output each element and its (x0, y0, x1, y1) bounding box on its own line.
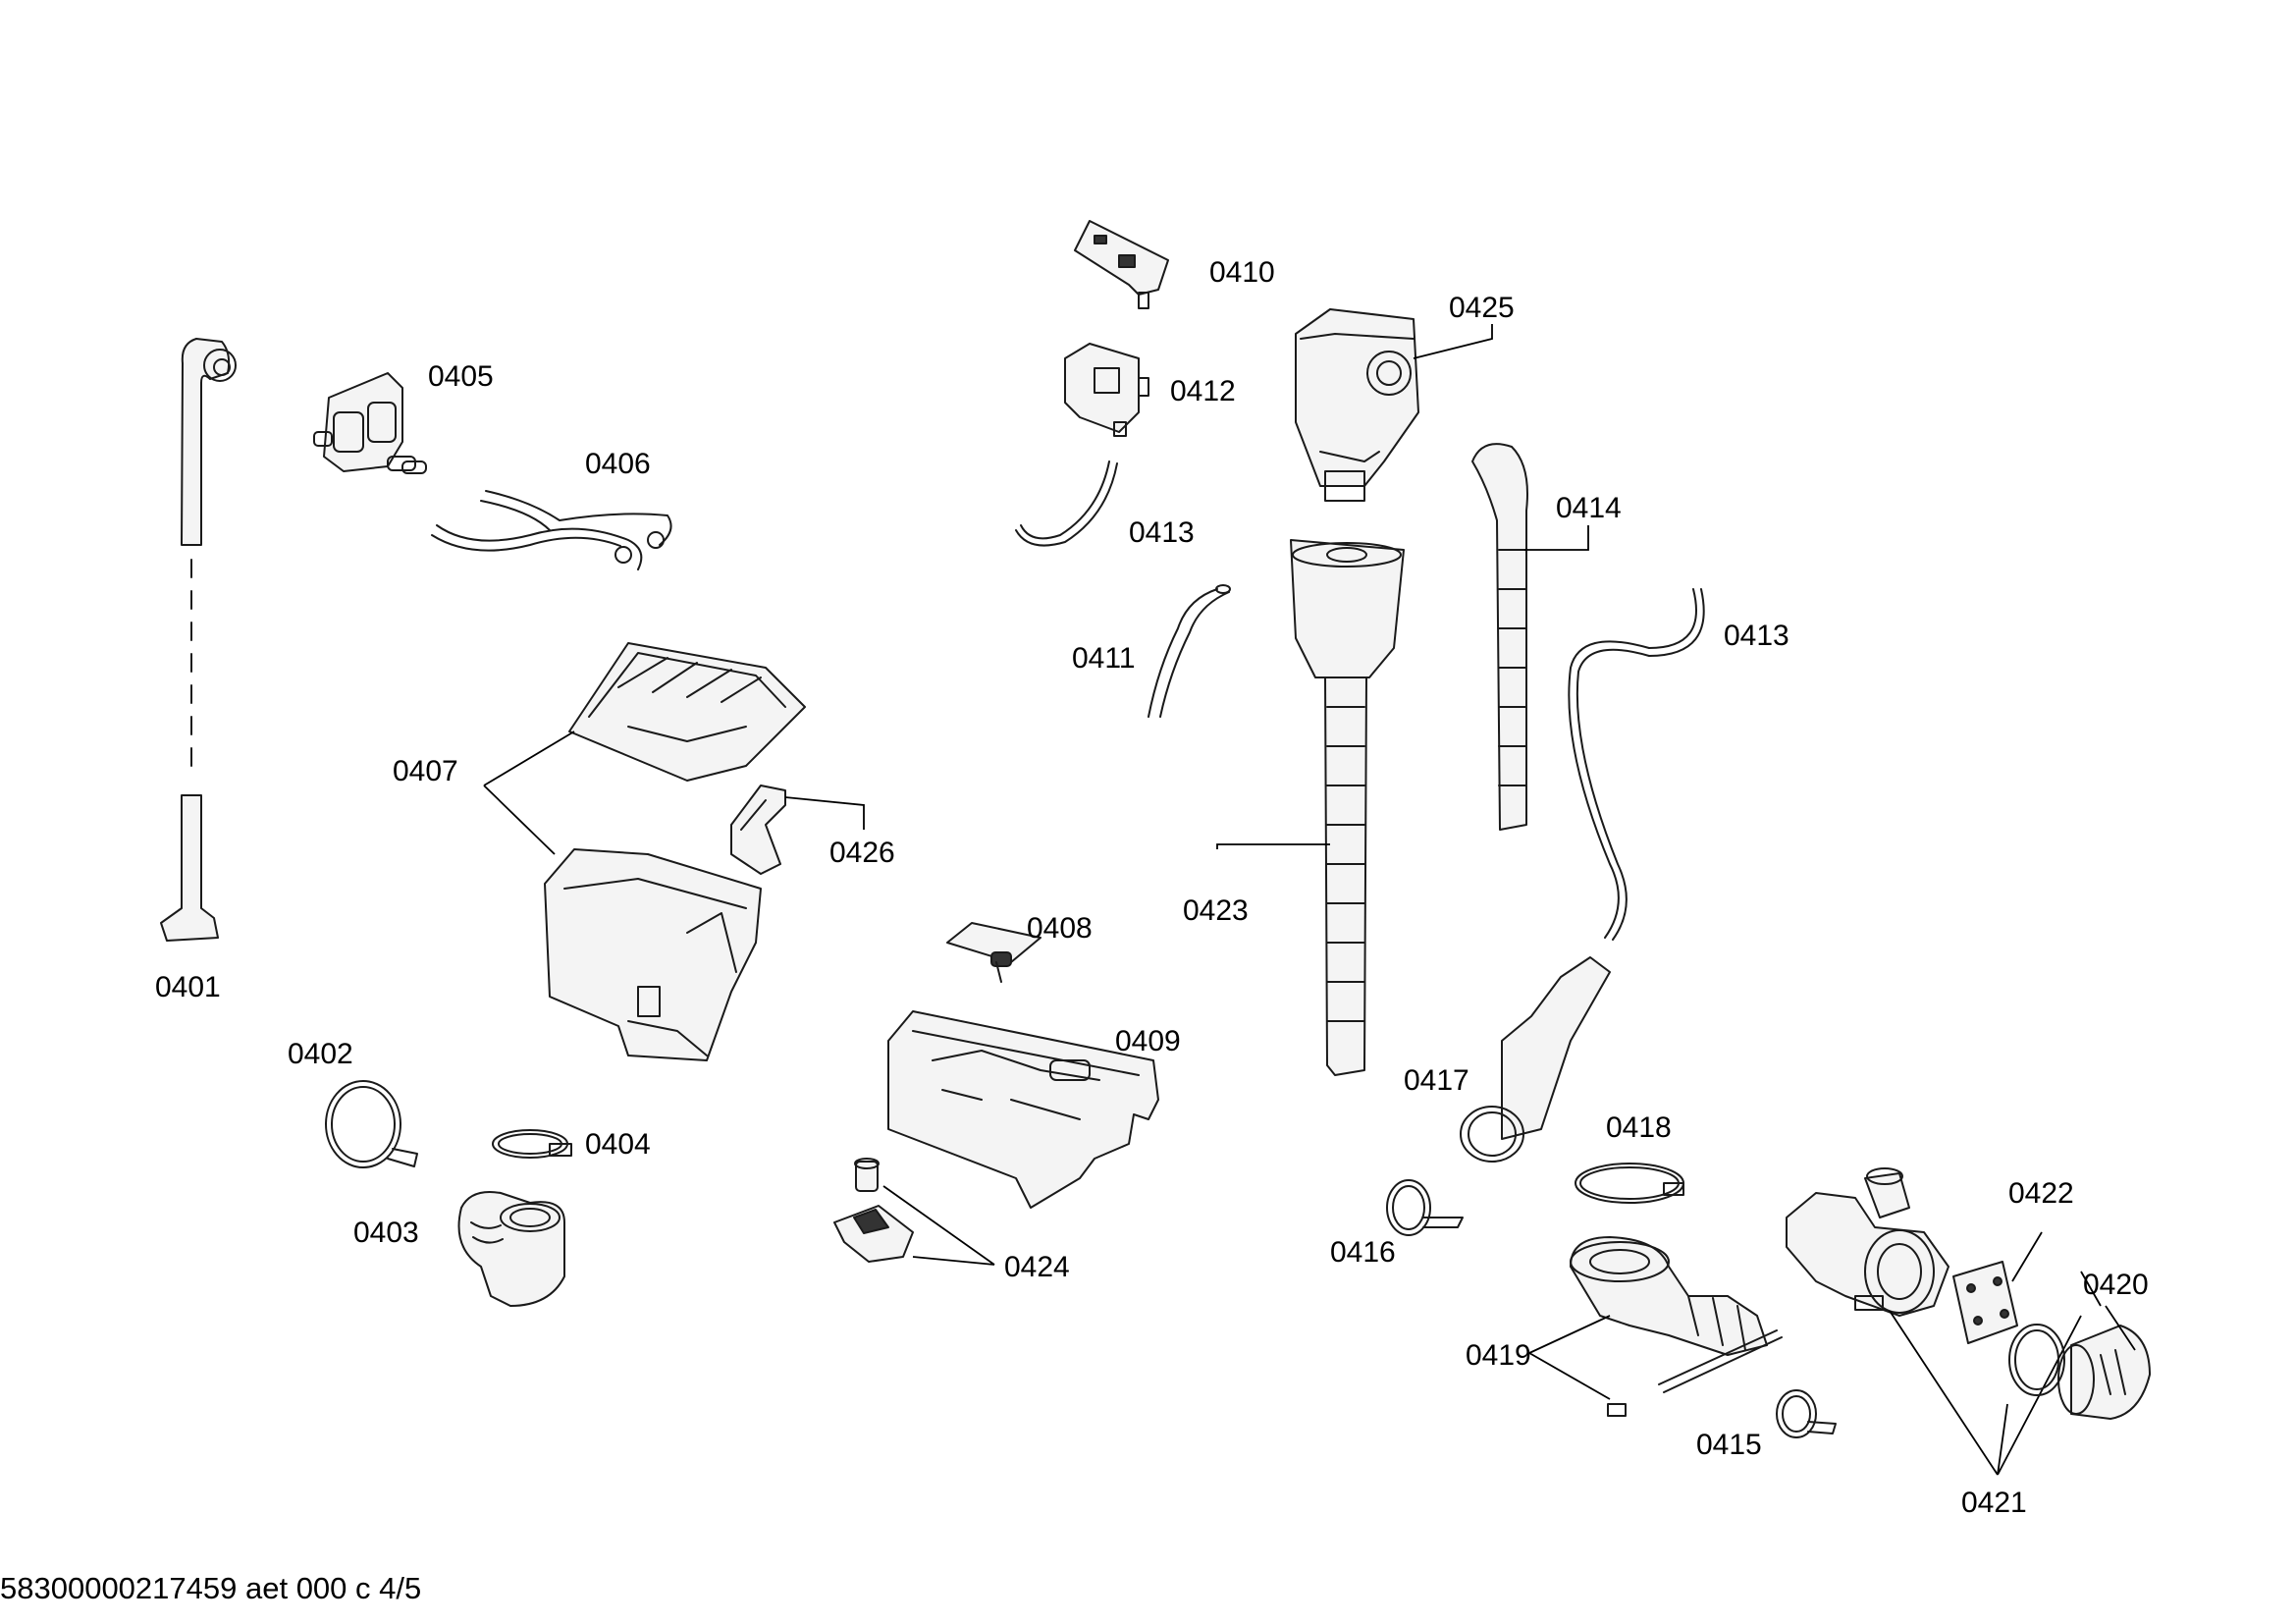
label-0418: 0418 (1606, 1111, 1672, 1144)
label-0424: 0424 (1004, 1251, 1070, 1283)
label-0409: 0409 (1115, 1025, 1181, 1057)
label-0406: 0406 (585, 448, 651, 480)
label-0408: 0408 (1027, 912, 1093, 945)
part-0416-clamp[interactable] (1386, 1179, 1464, 1236)
label-0416: 0416 (1330, 1236, 1396, 1269)
label-0413b: 0413 (1724, 620, 1789, 652)
label-0414: 0414 (1556, 492, 1622, 524)
part-0417-bellows-hose[interactable] (1460, 956, 1611, 1163)
part-0413-tube-a[interactable] (1015, 460, 1118, 547)
label-0415: 0415 (1696, 1429, 1762, 1461)
part-0412-pressure-switch[interactable] (1064, 343, 1149, 437)
part-0413-tube-b[interactable] (1568, 588, 1705, 941)
part-0406-hoses[interactable] (431, 490, 672, 570)
part-0404-clamp[interactable] (492, 1129, 572, 1159)
label-0425: 0425 (1449, 292, 1515, 324)
label-0421: 0421 (1961, 1487, 2027, 1519)
label-0402: 0402 (288, 1038, 353, 1070)
leader-0422 (2011, 1231, 2043, 1282)
part-0420-filter[interactable] (2008, 1324, 2151, 1420)
part-0401-inlet-hose[interactable] (160, 338, 237, 942)
drawing-reference: 58300000217459 aet 000 c 4/5 (0, 1571, 422, 1605)
label-0411: 0411 (1072, 642, 1136, 675)
label-0413a: 0413 (1129, 516, 1195, 549)
leader-0419 (1528, 1315, 1611, 1400)
part-0425-air-trap[interactable] (1295, 308, 1419, 502)
label-0404: 0404 (585, 1128, 651, 1161)
leader-0424 (882, 1185, 995, 1266)
part-0426-seal[interactable] (730, 785, 786, 875)
leader-0423 (1216, 843, 1330, 849)
part-0423-hose-with-chamber[interactable] (1290, 539, 1405, 1076)
part-0403-bellows[interactable] (457, 1191, 565, 1307)
part-0411-hose[interactable] (1148, 584, 1231, 718)
label-0410: 0410 (1209, 256, 1275, 289)
leader-0407 (483, 731, 575, 855)
label-0412: 0412 (1170, 375, 1236, 407)
label-0426: 0426 (829, 837, 895, 869)
leader-0425 (1413, 324, 1493, 359)
label-0423: 0423 (1183, 894, 1249, 927)
label-0401: 0401 (155, 971, 221, 1003)
leader-0414 (1524, 525, 1589, 551)
part-0414-drain-hose[interactable] (1471, 443, 1528, 831)
part-0409-detergent-drawer[interactable] (887, 1010, 1159, 1209)
part-0421-drain-pump[interactable] (1786, 1167, 1949, 1317)
label-0403: 0403 (353, 1217, 419, 1249)
leader-0420 (2080, 1271, 2136, 1351)
part-0407-dispenser-housing[interactable] (544, 642, 806, 1061)
part-0408-flap[interactable] (946, 922, 1041, 983)
part-0418-clamp[interactable] (1575, 1163, 1684, 1204)
label-0405: 0405 (428, 360, 494, 393)
leader-0426 (784, 796, 865, 830)
part-0419-sump-bellows[interactable] (1570, 1236, 1783, 1417)
part-0402-clamp[interactable] (325, 1080, 418, 1168)
part-0410-pcb[interactable] (1074, 220, 1169, 309)
part-0422-plate[interactable] (1952, 1261, 2018, 1344)
label-0420: 0420 (2083, 1269, 2149, 1301)
label-0407: 0407 (393, 755, 458, 787)
part-0405-inlet-valve[interactable] (313, 372, 427, 474)
part-0424-siphon[interactable] (833, 1158, 914, 1263)
label-0417: 0417 (1404, 1064, 1469, 1097)
part-0415-clamp[interactable] (1776, 1389, 1837, 1438)
label-0422: 0422 (2008, 1177, 2074, 1210)
label-0419: 0419 (1466, 1339, 1531, 1372)
